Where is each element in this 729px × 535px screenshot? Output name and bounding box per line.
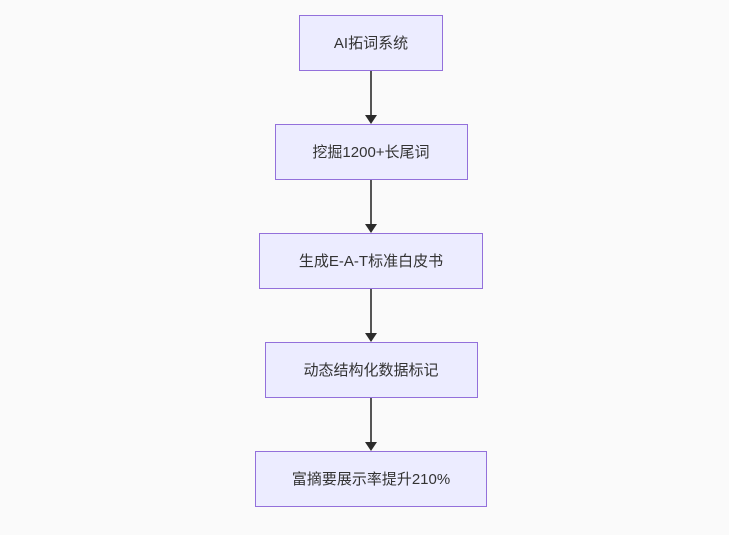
flowchart: AI拓词系统 挖掘1200+长尾词 生成E-A-T标准白皮书 动态结构化数据标记… [255, 15, 487, 507]
flow-node-step-4: 动态结构化数据标记 [264, 342, 478, 398]
arrow-down-connector [364, 398, 378, 451]
arrowhead-down-icon [365, 442, 377, 451]
arrow-down-connector [364, 289, 378, 342]
flow-node-label: AI拓词系统 [333, 34, 409, 52]
flow-node-step-1: AI拓词系统 [299, 15, 443, 71]
flow-node-step-3: 生成E-A-T标准白皮书 [259, 233, 483, 289]
arrowhead-down-icon [365, 333, 377, 342]
arrowhead-down-icon [365, 224, 377, 233]
flow-node-label: 挖掘1200+长尾词 [312, 143, 430, 161]
flow-node-label: 富摘要展示率提升210% [291, 470, 451, 488]
flow-node-step-2: 挖掘1200+长尾词 [274, 124, 468, 180]
arrow-shaft [370, 398, 372, 443]
arrow-shaft [370, 71, 372, 116]
arrow-down-connector [364, 180, 378, 233]
flow-node-step-5: 富摘要展示率提升210% [255, 451, 487, 507]
arrowhead-down-icon [365, 115, 377, 124]
flow-node-label: 生成E-A-T标准白皮书 [298, 252, 444, 270]
flow-node-label: 动态结构化数据标记 [303, 361, 439, 379]
arrow-down-connector [364, 71, 378, 124]
arrow-shaft [370, 180, 372, 225]
arrow-shaft [370, 289, 372, 334]
